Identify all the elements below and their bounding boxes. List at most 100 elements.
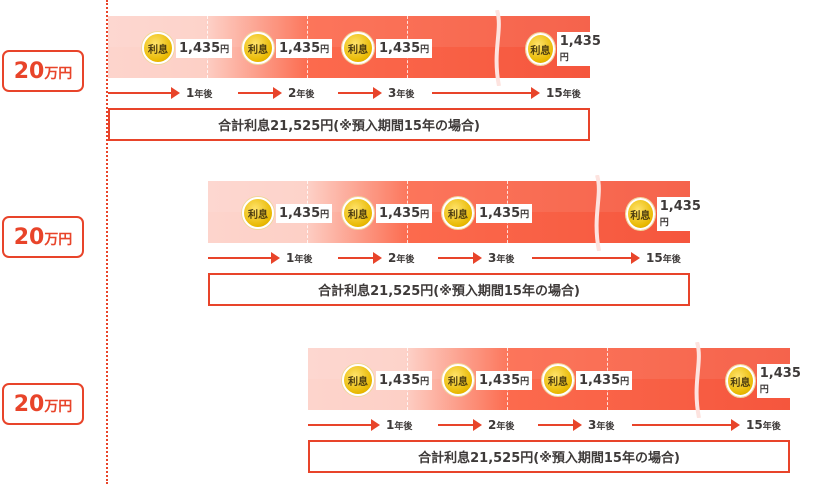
year-label: 2年後 bbox=[288, 86, 314, 100]
interest-label: 利息 bbox=[448, 376, 468, 388]
amount-value: 1,435 bbox=[279, 205, 321, 221]
principal-amount: 20 bbox=[13, 391, 45, 417]
interest-amount: 1,435円 bbox=[176, 38, 233, 58]
total-interest: 合計利息21,525円(※預入期間15年の場合) bbox=[108, 108, 590, 141]
interest-label: 利息 bbox=[248, 209, 268, 221]
year-unit: 年後 bbox=[762, 422, 781, 432]
interest-label: 利息 bbox=[348, 44, 368, 56]
timeline-arrow-icon bbox=[338, 87, 382, 99]
year-number: 2 bbox=[488, 418, 497, 432]
yen-unit: 円 bbox=[320, 44, 330, 55]
interest-amount: 1,435円 bbox=[376, 203, 433, 223]
timeline-arrow-icon bbox=[432, 87, 540, 99]
year-number: 3 bbox=[388, 86, 397, 100]
yen-unit: 円 bbox=[620, 376, 630, 387]
interest-item: 利息 1,435円 bbox=[242, 197, 333, 229]
amount-value: 1,435 bbox=[759, 366, 801, 381]
yen-unit: 円 bbox=[420, 376, 430, 387]
year-unit: 年後 bbox=[194, 90, 213, 100]
year-unit: 年後 bbox=[294, 255, 313, 265]
yen-unit: 円 bbox=[420, 209, 430, 220]
interest-label: 利息 bbox=[730, 377, 751, 389]
year-unit: 年後 bbox=[296, 90, 315, 100]
year-label: 3年後 bbox=[388, 86, 414, 100]
year-unit: 年後 bbox=[394, 422, 413, 432]
interest-coin-icon: 利息 bbox=[242, 32, 274, 64]
amount-value: 1,435 bbox=[559, 34, 601, 49]
interest-coin-icon: 利息 bbox=[342, 32, 374, 64]
amount-value: 1,435 bbox=[659, 199, 701, 214]
year-label: 3年後 bbox=[588, 418, 614, 432]
interest-coin-icon: 利息 bbox=[442, 197, 474, 229]
timeline-arrow-icon bbox=[538, 419, 582, 431]
interest-amount: 1,435円 bbox=[276, 38, 333, 58]
year-label: 1年後 bbox=[286, 251, 312, 265]
timeline-arrow-icon bbox=[338, 252, 382, 264]
year-unit: 年後 bbox=[496, 255, 515, 265]
interest-coin-icon: 利息 bbox=[142, 32, 174, 64]
interest-item: 利息 1,435円 bbox=[442, 364, 533, 396]
amount-value: 1,435 bbox=[379, 40, 421, 56]
interest-item: 利息 1,435円 bbox=[342, 197, 433, 229]
interest-item: 利息 1,435円 bbox=[442, 197, 533, 229]
yen-unit: 円 bbox=[320, 209, 330, 220]
principal-amount: 20 bbox=[13, 224, 45, 250]
amount-value: 1,435 bbox=[479, 205, 521, 221]
timeline-arrow-icon bbox=[108, 87, 180, 99]
interest-label: 利息 bbox=[630, 210, 651, 222]
interest-label: 利息 bbox=[148, 44, 168, 56]
yen-unit: 円 bbox=[520, 209, 530, 220]
year-unit: 年後 bbox=[596, 422, 615, 432]
yen-unit: 円 bbox=[520, 376, 530, 387]
timeline-arrow-icon bbox=[208, 252, 280, 264]
year-unit: 年後 bbox=[396, 90, 415, 100]
amount-value: 1,435 bbox=[379, 205, 421, 221]
timeline-arrow-icon bbox=[308, 419, 380, 431]
year-number: 15 bbox=[646, 251, 663, 265]
total-interest: 合計利息21,525円(※預入期間15年の場合) bbox=[308, 440, 790, 473]
year-number: 1 bbox=[286, 251, 295, 265]
interest-label: 利息 bbox=[348, 209, 368, 221]
interest-item: 利息 1,435 円 bbox=[626, 197, 708, 231]
principal-amount: 20 bbox=[13, 58, 45, 84]
interest-label: 利息 bbox=[548, 376, 568, 388]
year-number: 2 bbox=[388, 251, 397, 265]
interest-item: 利息 1,435円 bbox=[142, 32, 233, 64]
amount-value: 1,435 bbox=[279, 40, 321, 56]
omission-wave-icon bbox=[594, 175, 601, 251]
year-number: 3 bbox=[588, 418, 597, 432]
principal-unit: 万円 bbox=[44, 66, 73, 82]
interest-amount: 1,435円 bbox=[476, 370, 533, 390]
yen-unit: 円 bbox=[420, 44, 430, 55]
principal-unit: 万円 bbox=[44, 232, 73, 248]
interest-label: 利息 bbox=[530, 45, 551, 57]
interest-item: 利息 1,435円 bbox=[342, 32, 433, 64]
year-number: 15 bbox=[546, 86, 563, 100]
interest-coin-icon: 利息 bbox=[626, 198, 655, 230]
year-number: 1 bbox=[386, 418, 395, 432]
timeline-arrow-icon bbox=[238, 87, 282, 99]
year-unit: 年後 bbox=[562, 90, 581, 100]
amount-value: 1,435 bbox=[179, 40, 221, 56]
year-number: 3 bbox=[488, 251, 497, 265]
yen-unit: 円 bbox=[659, 218, 669, 228]
interest-amount: 1,435円 bbox=[376, 370, 433, 390]
year-label: 2年後 bbox=[488, 418, 514, 432]
interest-amount: 1,435円 bbox=[276, 203, 333, 223]
principal-unit: 万円 bbox=[44, 399, 73, 415]
interest-coin-icon: 利息 bbox=[342, 364, 374, 396]
interest-coin-icon: 利息 bbox=[542, 364, 574, 396]
year-label: 15年後 bbox=[546, 86, 581, 100]
year-number: 1 bbox=[186, 86, 195, 100]
interest-coin-icon: 利息 bbox=[726, 365, 755, 397]
